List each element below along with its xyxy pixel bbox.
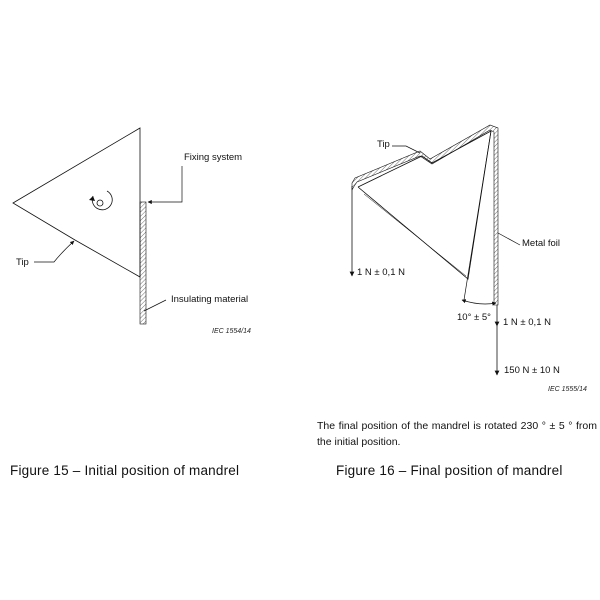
- force-right-label: 1 N ± 0,1 N: [503, 317, 551, 328]
- metal-foil-leader: [497, 232, 521, 246]
- mandrel-triangle: [12, 127, 141, 278]
- force-left-label: 1 N ± 0,1 N: [357, 267, 405, 278]
- angle-dimension-arc: [461, 299, 497, 306]
- metal-foil: [351, 124, 499, 306]
- angle-line: [463, 130, 492, 301]
- iec-reference-16: IEC 1555/14: [548, 386, 587, 393]
- tip-label-15: Tip: [16, 257, 29, 268]
- fixing-system-leader: [147, 166, 183, 205]
- iec-reference-15: IEC 1554/14: [212, 328, 251, 335]
- rotation-note: The final position of the mandrel is rot…: [317, 420, 597, 448]
- rotation-symbol: [89, 190, 113, 211]
- figure-16: 10° ± 5° 1 N ± 0,1 N 1 N ± 0,1 N 150 N ±…: [349, 124, 587, 393]
- figure-15: Fixing system Tip Insulating material IE…: [12, 127, 251, 335]
- insulating-leader: [143, 299, 167, 312]
- mandrel-triangle-16: [357, 130, 492, 280]
- mandrel-inner-edge: [363, 193, 467, 277]
- angle-label: 10° ± 5°: [457, 312, 491, 323]
- fixing-system-label: Fixing system: [184, 152, 242, 163]
- insulating-material-label: Insulating material: [171, 294, 248, 305]
- tip-leader-15: [34, 240, 75, 263]
- tip-leader-16: [392, 145, 421, 154]
- tip-label-16: Tip: [377, 139, 390, 150]
- figure-15-caption: Figure 15 – Initial position of mandrel: [10, 463, 240, 478]
- force-bottom-label: 150 N ± 10 N: [504, 365, 560, 376]
- insulating-strip: [139, 201, 147, 325]
- metal-foil-label: Metal foil: [522, 238, 560, 249]
- figure-16-caption: Figure 16 – Final position of mandrel: [336, 463, 563, 478]
